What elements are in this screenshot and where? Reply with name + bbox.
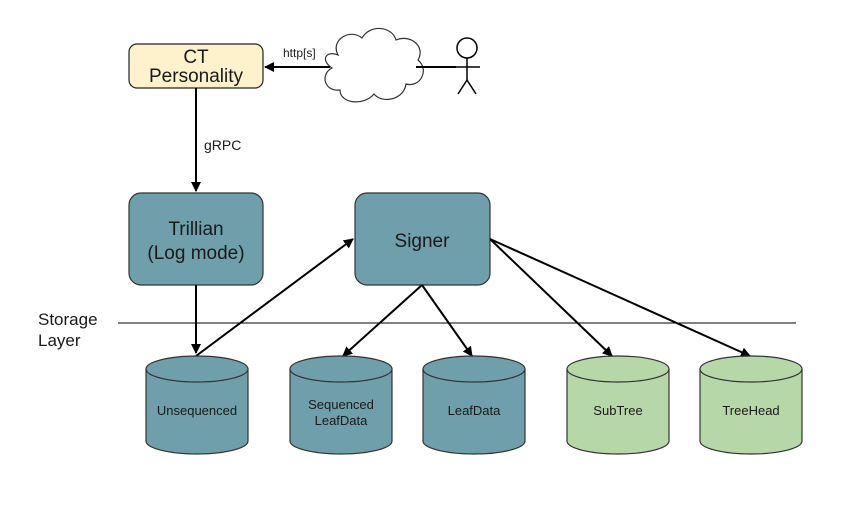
storage-layer-label-line1: Storage [38, 310, 98, 329]
user-icon [454, 37, 480, 95]
sequenced-leafdata-label-line1: Sequenced [308, 397, 374, 412]
treehead-label: TreeHead [722, 403, 779, 418]
storage-leafdata-cylinder: LeafData [422, 355, 526, 455]
sequenced-leafdata-label-line2: LeafData [315, 413, 369, 428]
leafdata-label: LeafData [448, 403, 502, 418]
edge-signer-subtree [489, 238, 613, 357]
storage-treehead-cylinder: TreeHead [699, 355, 803, 455]
signer-label: Signer [395, 231, 451, 252]
edge-signer-treehead [489, 238, 751, 357]
http-label: http[s] [283, 46, 316, 60]
subtree-label: SubTree [593, 403, 642, 418]
edge-signer-leafdata [421, 284, 473, 357]
ct-personality-label-line1: CT [183, 47, 209, 68]
ct-personality-label-line2: Personality [149, 66, 243, 87]
internet-cloud-icon [324, 27, 424, 103]
trillian-node: Trillian (Log mode) [128, 192, 264, 286]
ct-personality-node: CT Personality [128, 43, 264, 89]
storage-sequenced-leafdata-cylinder: Sequenced LeafData [289, 355, 393, 455]
edge-unsequenced-signer [195, 238, 354, 357]
trillian-label-line1: Trillian [168, 219, 223, 240]
unsequenced-label: Unsequenced [157, 403, 237, 418]
storage-unsequenced-cylinder: Unsequenced [145, 355, 249, 455]
grpc-label: gRPC [204, 137, 241, 153]
trillian-label-line2: (Log mode) [147, 243, 244, 264]
storage-subtree-cylinder: SubTree [566, 355, 670, 455]
signer-node: Signer [354, 192, 491, 286]
storage-layer-label-line2: Layer [38, 331, 81, 350]
edge-signer-sequenced [342, 284, 423, 357]
